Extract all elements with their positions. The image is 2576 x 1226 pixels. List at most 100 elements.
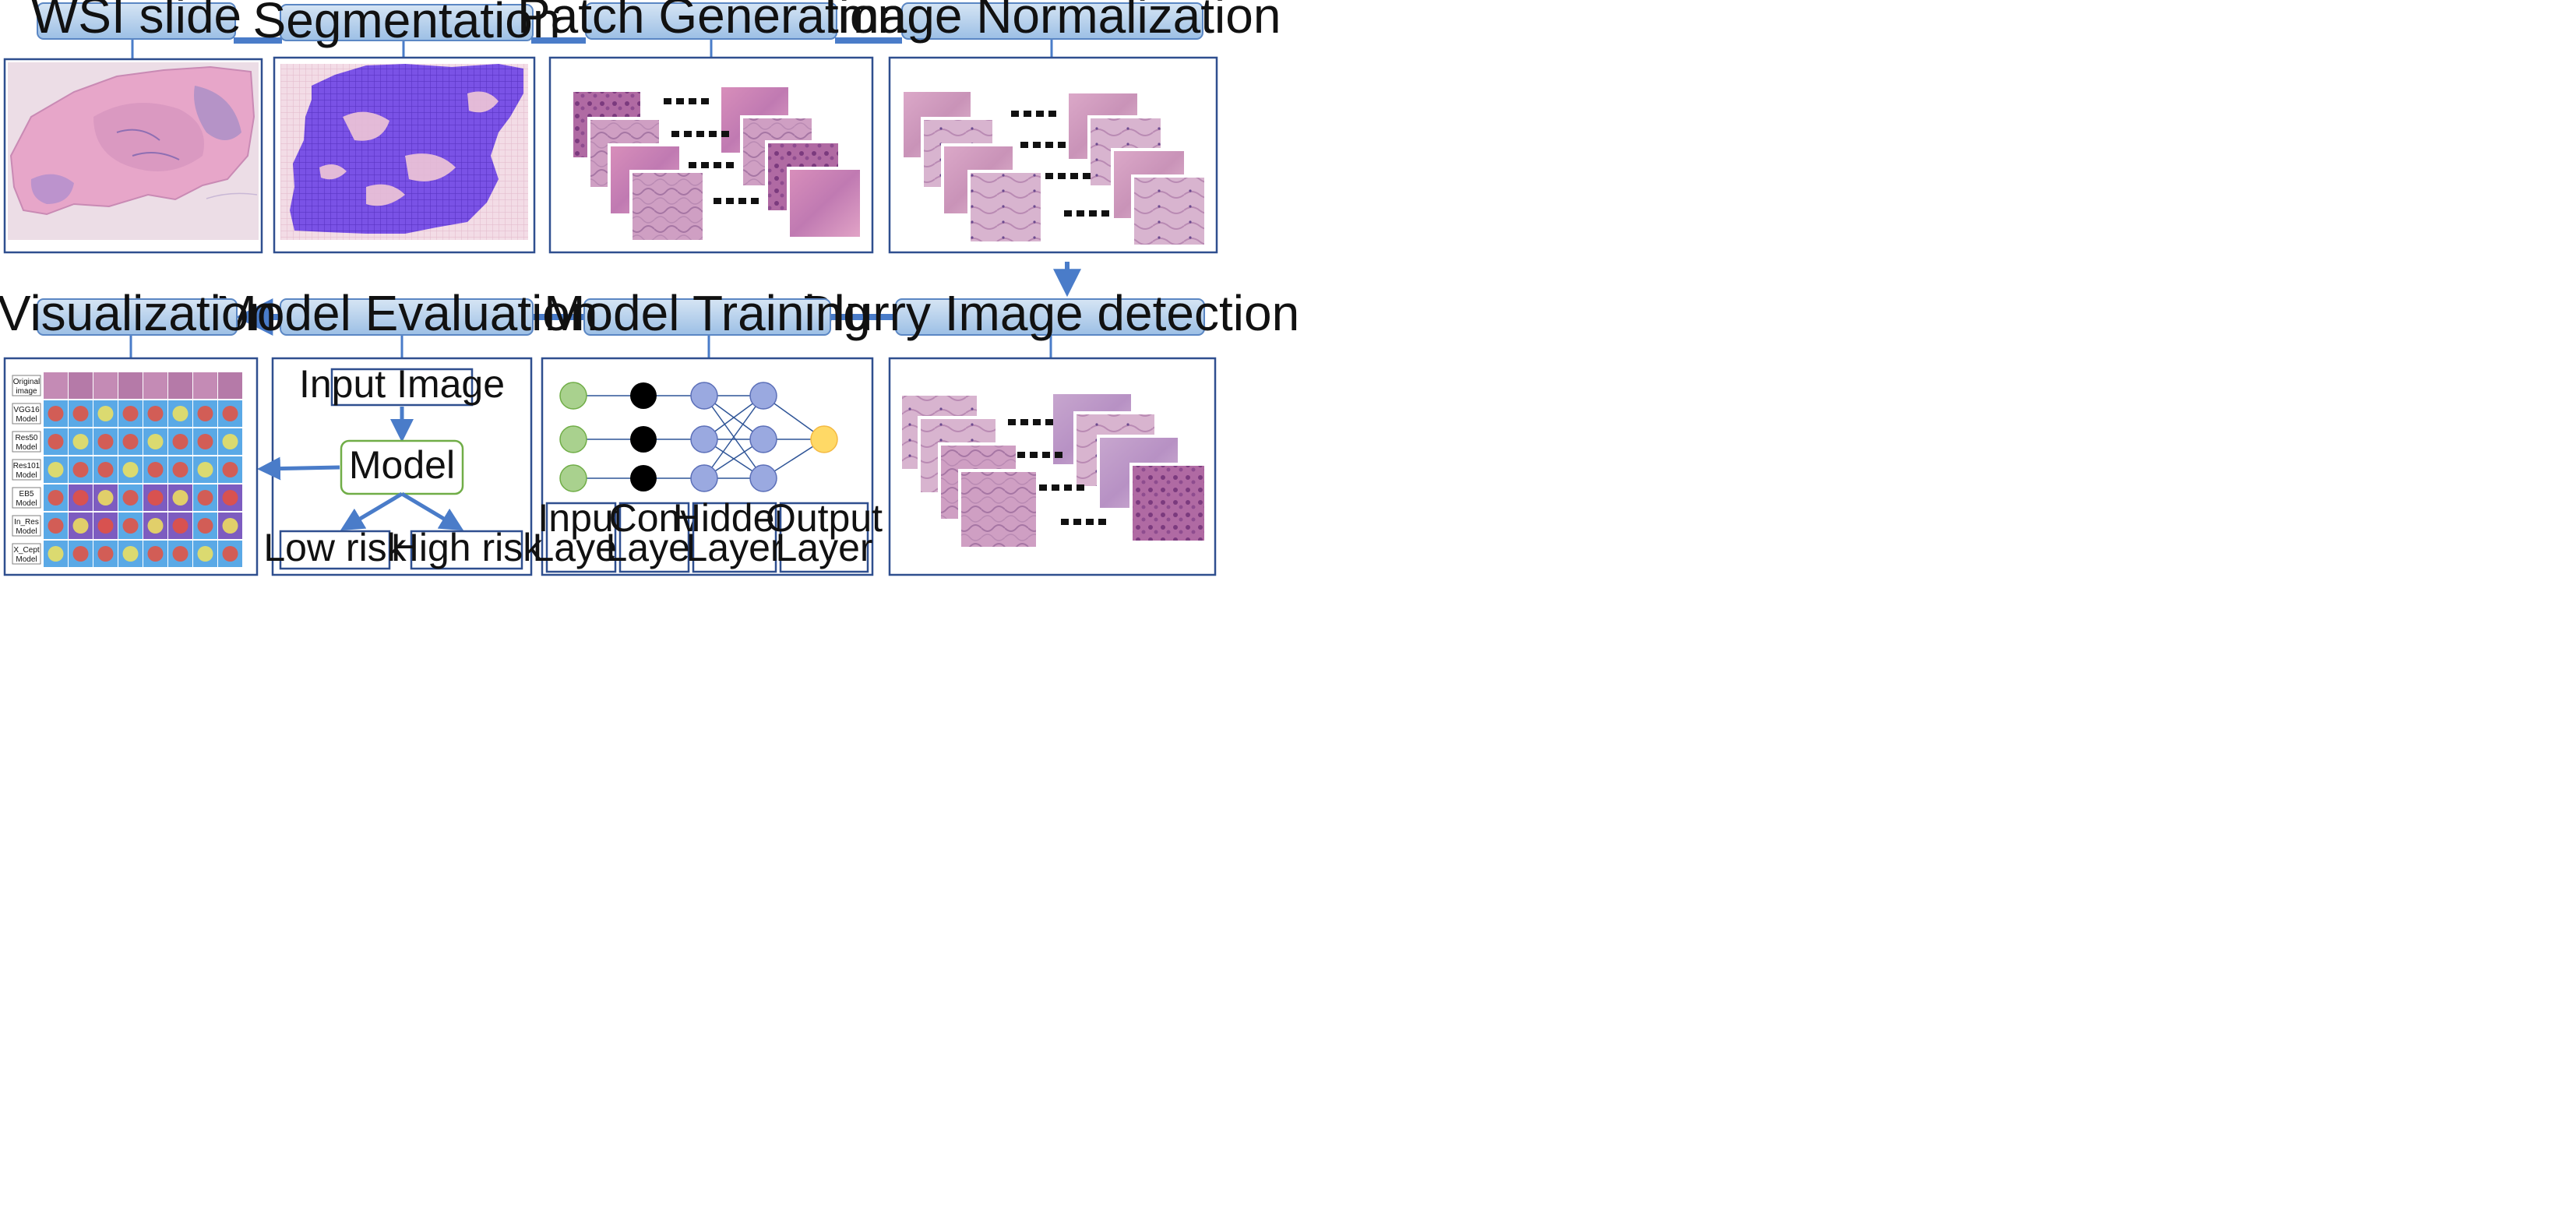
- step-training-label: Model Training: [544, 285, 871, 341]
- vis-heat-spot: [197, 434, 213, 449]
- vis-tile: [193, 372, 217, 399]
- vis-heat-spot: [72, 434, 89, 449]
- step-evaluation-label: Model Evaluation: [216, 285, 598, 341]
- layer-conv-line2: Layer: [605, 526, 703, 569]
- vis-row-label-line1: VGG16: [13, 406, 40, 414]
- vis-row-label-box: [12, 543, 41, 565]
- vis-heat-spot: [122, 434, 139, 449]
- vis-heat-spot: [147, 546, 164, 562]
- step-normalization-label: Image Normalization: [824, 0, 1281, 44]
- layer-input-line2: Layer: [532, 526, 629, 569]
- arrow-model-to-visualization: [257, 456, 340, 481]
- segmentation-mask: [290, 64, 523, 234]
- vis-heat-spot: [48, 406, 64, 421]
- vis-heat-spot: [97, 406, 114, 421]
- vis-row-label-line1: X_Cept: [13, 546, 40, 555]
- vis-heat-spot: [97, 518, 114, 534]
- layer-output-line1: Output: [766, 496, 883, 540]
- layer-output-line2: Layer: [775, 526, 872, 569]
- conv-nodes: [630, 382, 657, 491]
- vis-heat-spot: [222, 406, 238, 421]
- vis-heat-spot: [172, 462, 189, 477]
- input-image-label: Input Image: [299, 362, 505, 406]
- vis-heat-spot: [48, 434, 64, 449]
- panel-visualization: OriginalimageVGG16ModelRes50ModelRes101M…: [3, 357, 259, 576]
- vis-row-label-line1: Res101: [13, 462, 41, 470]
- vis-heat-spot: [197, 490, 213, 506]
- layer-conv-line1: Conv: [609, 496, 700, 540]
- normalization-ellipsis: [1011, 111, 1109, 217]
- bottom-connectors: [129, 298, 1052, 358]
- model-label: Model: [349, 443, 455, 487]
- vis-row-label-box: [12, 375, 41, 396]
- patch-stack-left: [570, 89, 706, 243]
- layer-box-conv: Conv Layer: [605, 496, 703, 573]
- vis-row-label-line2: Model: [16, 499, 37, 508]
- vis-row-label-line2: Model: [16, 415, 37, 424]
- vis-row-label-line1: EB5: [19, 490, 34, 499]
- step-model-evaluation: Model Evaluation: [216, 285, 598, 341]
- step-visualization-label: Visualization: [0, 285, 277, 341]
- step-patch-generation: Patch Generation: [517, 0, 905, 44]
- patch-ellipsis: [664, 98, 759, 204]
- panel-segmentation: [273, 56, 536, 254]
- high-risk-label: High risk: [391, 526, 543, 569]
- output-node: [810, 425, 838, 453]
- vis-heat-spot: [97, 546, 114, 562]
- vis-heat-spot: [97, 434, 114, 449]
- patch-stack-right: [718, 84, 863, 240]
- vis-row-label-line1: Original: [13, 378, 40, 386]
- panel-blurry-image-detection: [888, 357, 1217, 576]
- vis-heat-spot: [172, 518, 189, 534]
- vis-heat-spot: [172, 406, 189, 421]
- vis-heat-spot: [48, 518, 64, 534]
- layer-box-input: Input Layer: [532, 496, 630, 573]
- layer-box-output: Output Layer: [766, 496, 883, 573]
- vis-heat-spot: [97, 462, 114, 477]
- vis-heat-spot: [222, 434, 238, 449]
- vis-tile: [168, 372, 192, 399]
- layer-hidden-line1: Hidden: [673, 496, 796, 540]
- vis-row-label-line1: Res50: [16, 434, 38, 442]
- step-blurry-image-detection: Blurry Image detection: [801, 285, 1299, 341]
- vis-heat-spot: [172, 546, 189, 562]
- vis-tile: [218, 372, 242, 399]
- vis-row-label-line1: In_Res: [14, 518, 39, 527]
- step-blurry-label: Blurry Image detection: [801, 285, 1299, 341]
- step-wsi-slide: WSI slide: [31, 0, 241, 44]
- panel-patch-generation: [548, 56, 874, 254]
- vis-heat-spot: [122, 490, 139, 506]
- vis-row-label-box: [12, 515, 41, 537]
- blurry-ellipsis: [1008, 419, 1106, 525]
- layer-input-line1: Input: [537, 496, 624, 540]
- vis-heat-spot: [72, 462, 89, 477]
- vis-row-label-box: [12, 403, 41, 425]
- step-model-training: Model Training: [544, 285, 871, 341]
- vis-heat-spot: [72, 406, 89, 421]
- panel-model-evaluation: Input Image Model Low risk High risk: [257, 357, 543, 576]
- model-box: Model: [340, 439, 464, 495]
- vis-row-label-line2: Model: [16, 555, 37, 564]
- step-wsi-label: WSI slide: [31, 0, 241, 44]
- vis-tile: [44, 372, 68, 399]
- vis-heat-spot: [72, 518, 89, 534]
- vis-heat-spot: [122, 406, 139, 421]
- vis-heat-spot: [197, 546, 213, 562]
- vis-heat-spot: [197, 406, 213, 421]
- vis-heat-spot: [147, 462, 164, 477]
- blurry-stack-right: [1050, 391, 1207, 544]
- vis-heat-spot: [122, 546, 139, 562]
- vis-heat-spot: [172, 490, 189, 506]
- low-risk-box: Low risk: [263, 526, 407, 570]
- vis-heat-spot: [48, 546, 64, 562]
- vis-heat-spot: [222, 546, 238, 562]
- panel-image-normalization: [888, 56, 1218, 254]
- step-visualization: Visualization: [0, 285, 277, 341]
- vis-heat-spot: [72, 490, 89, 506]
- vis-heat-spot: [147, 406, 164, 421]
- vis-tile: [118, 372, 143, 399]
- step-segmentation: Segmentation: [253, 0, 561, 48]
- vis-row-label-box: [12, 431, 41, 453]
- vis-heat-spot: [172, 434, 189, 449]
- layer-box-hidden: Hidden Layer: [673, 496, 796, 573]
